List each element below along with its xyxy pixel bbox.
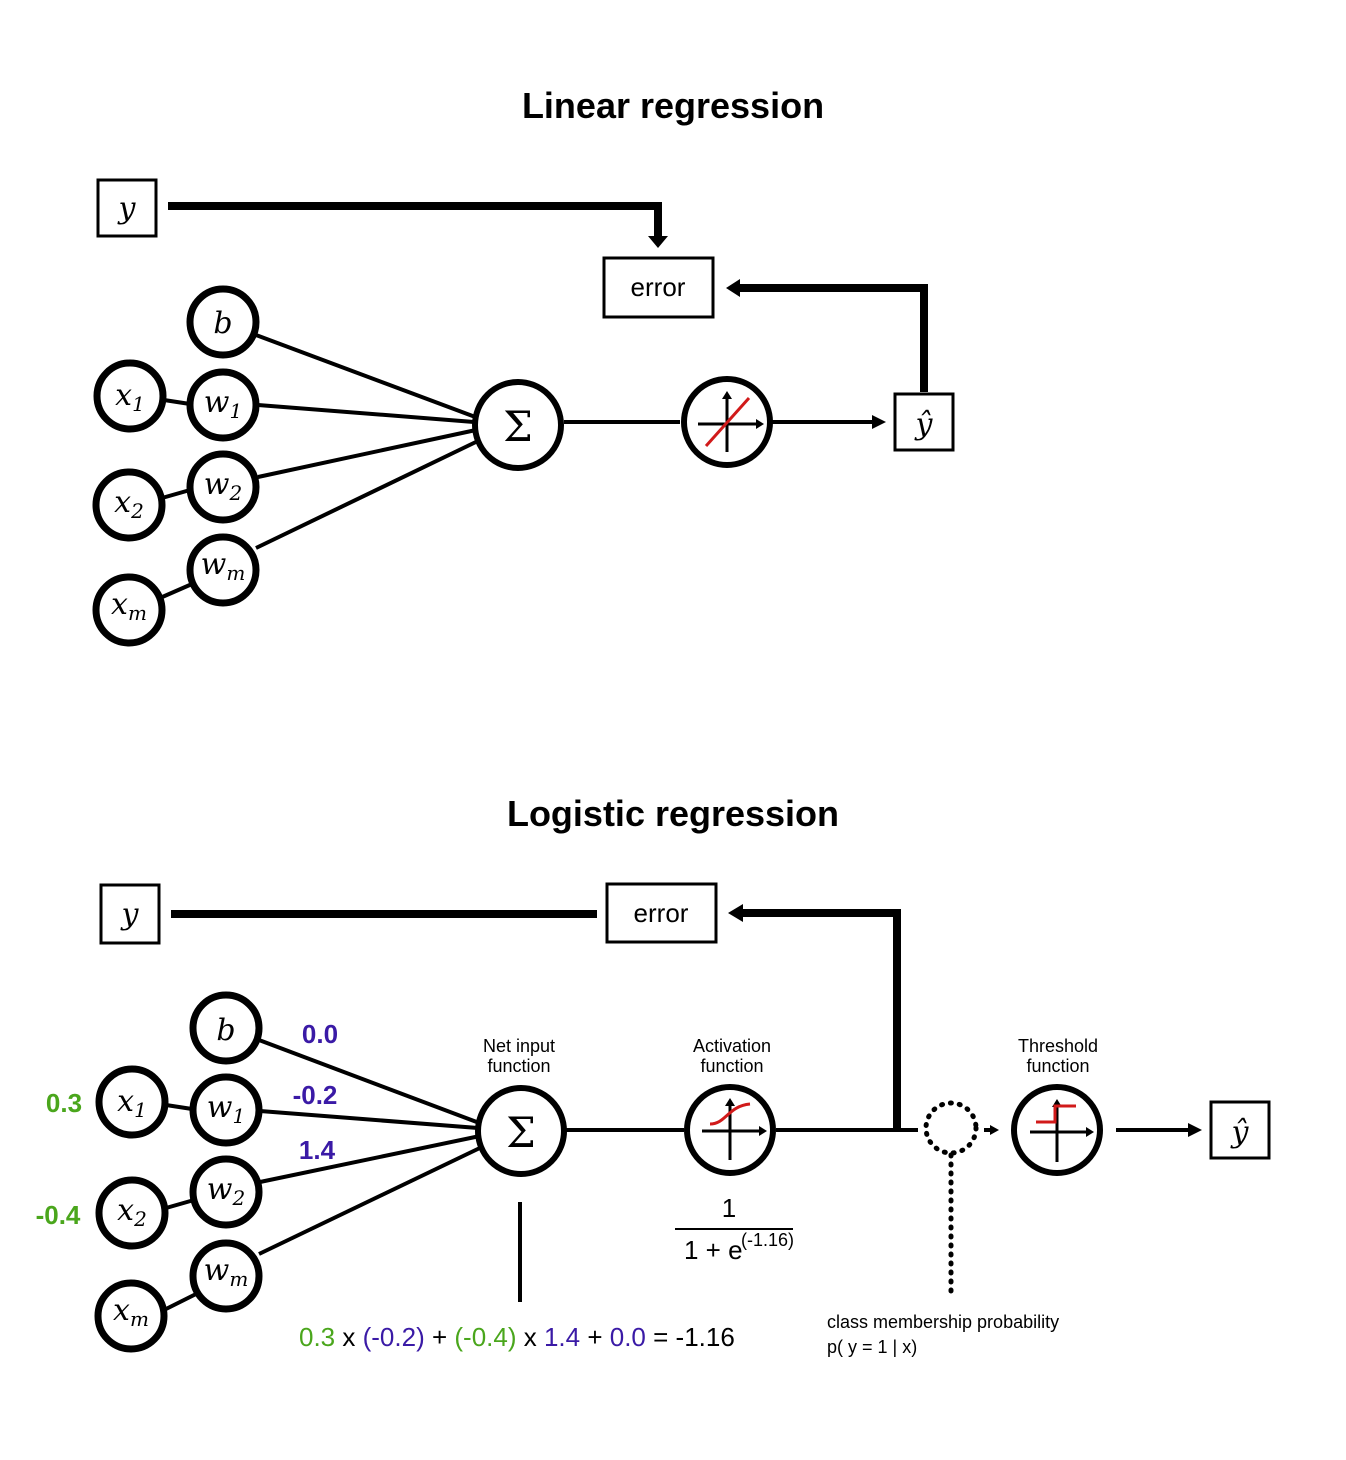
logistic-input-value-2: -0.4 [36, 1200, 81, 1230]
linear-activation-node [681, 376, 773, 468]
logistic-sum-symbol: Σ [506, 1108, 536, 1157]
logistic-weight-value-1: -0.2 [293, 1080, 338, 1110]
logistic-weight-node-m [189, 1239, 263, 1313]
logistic-input-label-1: x1 [117, 1084, 147, 1122]
linear-input-label-1: x1 [115, 378, 145, 416]
linear-input-node-2 [92, 468, 166, 542]
logistic-weight-value-2: 1.4 [299, 1135, 336, 1165]
logistic-activation-node [684, 1084, 776, 1176]
linear-target-arrowhead [648, 236, 668, 248]
logistic-error-label: error [634, 898, 689, 928]
logistic-bias-label: b [216, 1013, 235, 1048]
sigmoid-exponent: (-1.16) [741, 1230, 794, 1250]
activation-label-line2: function [700, 1056, 763, 1076]
sigmoid-numerator: 1 [722, 1193, 736, 1223]
linear-target-label: y [117, 191, 137, 226]
logistic-feedback-arrowhead [728, 904, 743, 922]
linear-input-node-m [92, 573, 166, 647]
sigmoid-curve [709, 1102, 751, 1126]
logistic-weight-node-2 [189, 1155, 263, 1229]
linear-error-box [602, 256, 715, 319]
linear-target-line [168, 202, 662, 238]
logistic-input-value-1: 0.3 [46, 1088, 82, 1118]
logistic-bias-weight-value: 0.0 [302, 1019, 338, 1049]
linear-bias-node [186, 285, 260, 359]
logistic-output-box [1209, 1100, 1271, 1160]
logistic-input-node-1 [95, 1065, 169, 1139]
logistic-output-label: ŷ [1230, 1115, 1250, 1150]
linear-input-node-1 [93, 359, 167, 433]
linear-weight-node-2 [186, 450, 260, 524]
logistic-weight-label-1: w1 [207, 1090, 245, 1128]
linear-weight-node-1 [186, 368, 260, 442]
logistic-threshold-node [1011, 1084, 1103, 1176]
linear-activation-curve [704, 396, 751, 448]
logistic-input-node-m [94, 1279, 168, 1353]
probability-arrowhead [990, 1125, 999, 1135]
linear-weight-label-2: w2 [204, 467, 242, 505]
logistic-input-label-m: xm [113, 1293, 149, 1331]
logistic-bias-node [189, 991, 263, 1065]
logistic-regression-panel: Logistic regression y error 0.3 [36, 793, 1271, 1357]
logistic-weight-label-m: wm [204, 1253, 249, 1291]
linear-sum-node [472, 379, 564, 471]
logistic-weight-node-1 [189, 1073, 263, 1147]
logistic-target-box [99, 883, 161, 945]
threshold-label-line2: function [1026, 1056, 1089, 1076]
linear-title: Linear regression [522, 85, 824, 126]
linear-feedback-arrowhead [726, 279, 740, 297]
linear-regression-panel: Linear regression y error b x1 [92, 85, 955, 647]
net-input-label-line2: function [487, 1056, 550, 1076]
linear-output-label: ŷ [914, 407, 934, 442]
logistic-title: Logistic regression [507, 793, 839, 834]
logistic-output-arrowhead [1188, 1123, 1202, 1137]
logistic-feedback-line [742, 909, 901, 1130]
logistic-weight-label-2: w2 [207, 1172, 245, 1210]
prob-label-line2: p( y = 1 | x) [827, 1337, 917, 1357]
logistic-input-label-2: x2 [117, 1193, 147, 1231]
linear-input-label-m: xm [111, 587, 147, 625]
net-input-equation: 0.3 x (-0.2) + (-0.4) x 1.4 + 0.0 = -1.1… [299, 1322, 735, 1352]
linear-output-arrowhead [872, 415, 886, 429]
probability-node [923, 1100, 979, 1156]
logistic-error-box [605, 882, 718, 944]
linear-weight-label-m: wm [201, 547, 246, 585]
sigmoid-denominator: 1 + e [684, 1235, 743, 1265]
linear-input-label-2: x2 [114, 485, 144, 523]
logistic-input-node-2 [95, 1176, 169, 1250]
linear-feedback-line [738, 284, 928, 392]
linear-output-box [893, 392, 955, 452]
logistic-connections [163, 1038, 1190, 1312]
threshold-step-curve [1036, 1104, 1076, 1124]
linear-connections [159, 333, 680, 600]
linear-bias-label: b [213, 306, 232, 341]
logistic-target-label: y [120, 897, 140, 932]
threshold-label-line1: Threshold [1018, 1036, 1098, 1056]
activation-label-line1: Activation [693, 1036, 771, 1056]
linear-weight-node-m [186, 533, 260, 607]
prob-label-line1: class membership probability [827, 1312, 1059, 1332]
logistic-sum-node [475, 1085, 567, 1177]
linear-error-label: error [631, 272, 686, 302]
linear-target-box [96, 178, 158, 238]
linear-sum-symbol: Σ [503, 402, 533, 451]
net-input-label-line1: Net input [483, 1036, 555, 1056]
linear-weight-label-1: w1 [204, 385, 242, 423]
